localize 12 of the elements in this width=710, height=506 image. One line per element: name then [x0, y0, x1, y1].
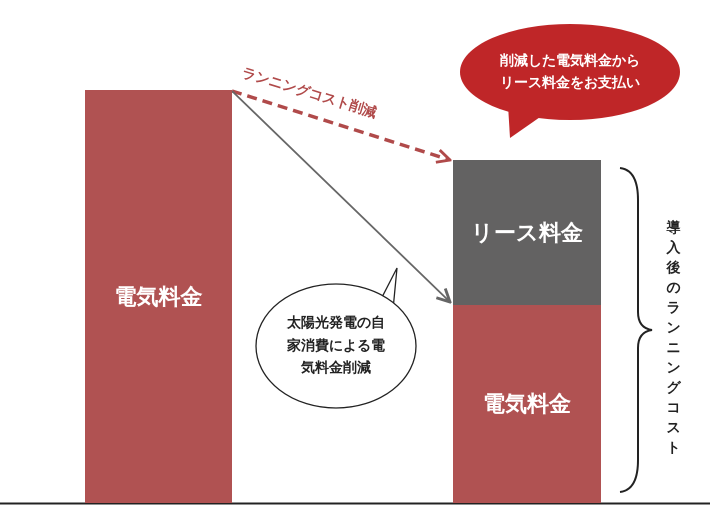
arrow	[231, 90, 452, 304]
bar-label: 電気料金	[483, 391, 571, 419]
cost-bar	[85, 90, 232, 503]
cost-bar	[453, 305, 601, 503]
bubble-text: 太陽光発電の自家消費による電気料金削減	[286, 314, 386, 378]
edge-label: ランニングコスト削減	[240, 64, 379, 122]
bar-label: リース料金	[471, 220, 583, 248]
bubble-text: 削減した電気料金からリース料金をお支払い	[499, 52, 641, 93]
arrow	[231, 89, 452, 164]
vertical-caption: 導入後のランニングコスト	[666, 218, 681, 458]
cost-bar	[453, 160, 601, 305]
bar-label: 電気料金	[114, 284, 202, 312]
